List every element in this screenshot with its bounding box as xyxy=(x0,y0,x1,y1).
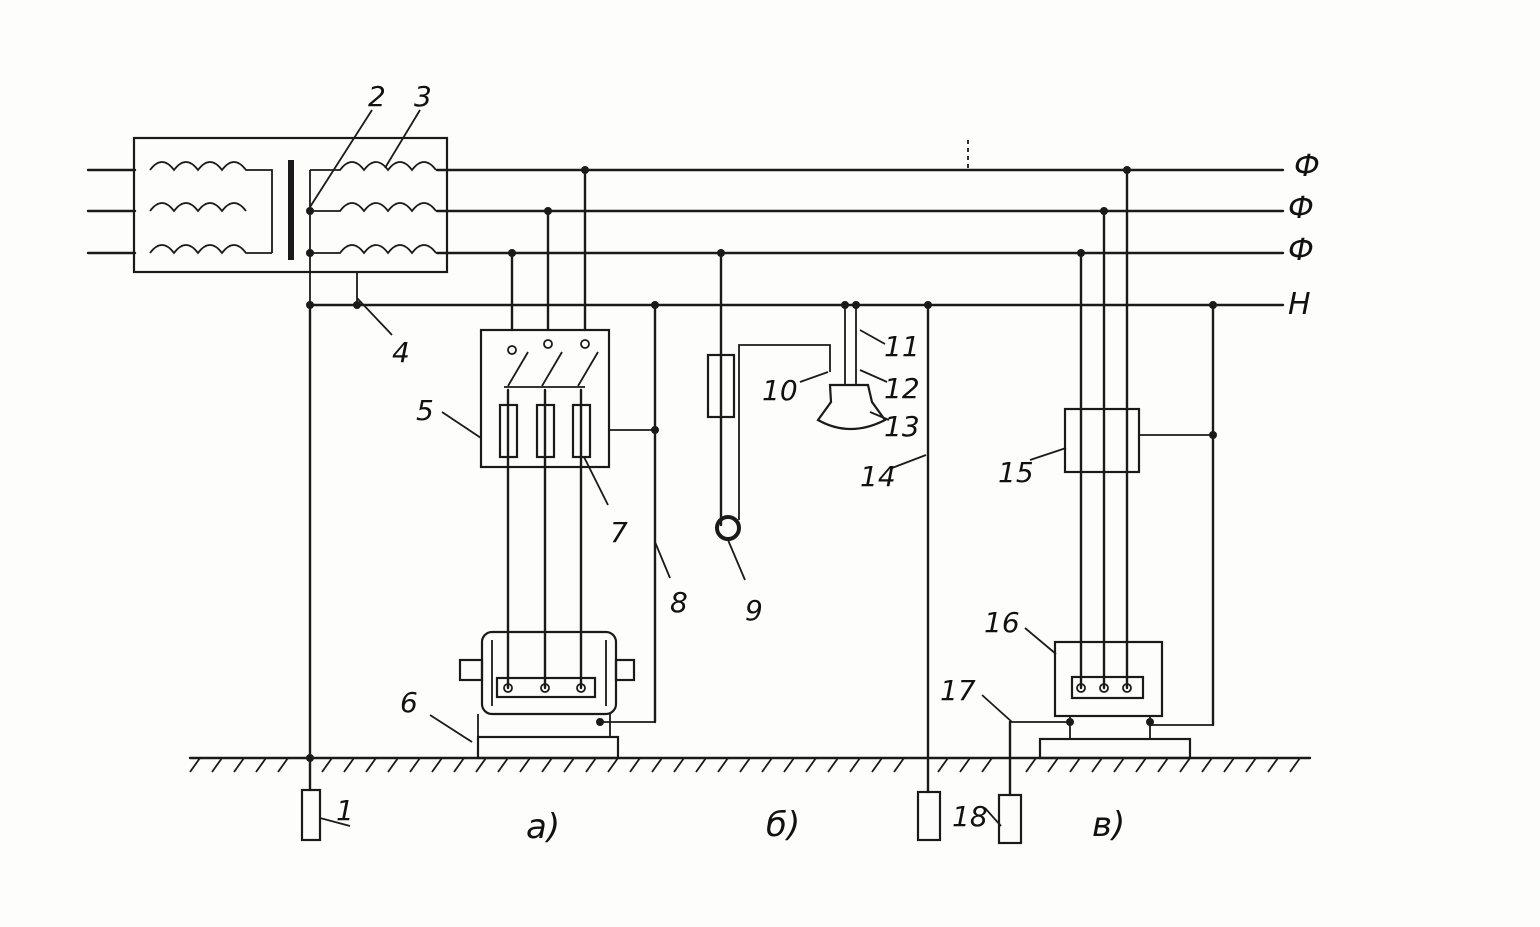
section-b-ground xyxy=(916,301,942,842)
label-8: 8 xyxy=(670,586,688,619)
ground-electrode-14 xyxy=(916,790,942,842)
ground-electrode-1 xyxy=(300,788,322,842)
bus-label-phase-2: Ф xyxy=(1288,191,1314,226)
lamp xyxy=(816,383,887,430)
label-16: 16 xyxy=(984,606,1020,639)
section-label-b: б) xyxy=(766,805,800,845)
label-17: 17 xyxy=(940,674,976,707)
label-15: 15 xyxy=(998,456,1034,489)
label-1: 1 xyxy=(336,794,354,827)
bus-label-neutral: Н xyxy=(1288,287,1311,322)
bus-label-phase-3: Ф xyxy=(1288,233,1314,268)
label-18: 18 xyxy=(952,800,988,833)
transformer xyxy=(86,136,449,305)
earth-surface xyxy=(188,756,1312,773)
motor-v xyxy=(1053,640,1164,718)
ground-electrode-18 xyxy=(997,793,1023,845)
label-5: 5 xyxy=(416,394,434,427)
protection-device xyxy=(1063,407,1141,474)
number-labels: 1 2 3 4 5 6 7 8 9 10 11 12 13 14 15 16 1… xyxy=(336,80,1034,833)
section-labels: а) б) в) xyxy=(526,805,1125,847)
label-13: 13 xyxy=(884,410,920,443)
section-a-equipment xyxy=(458,166,659,760)
label-7: 7 xyxy=(610,516,628,549)
bus-lines xyxy=(308,140,1285,309)
label-12: 12 xyxy=(884,372,920,405)
bus-label-phase-1: Ф xyxy=(1294,149,1320,184)
ground-conductor xyxy=(300,301,322,842)
section-b-equipment xyxy=(706,249,887,541)
leader-lines xyxy=(309,109,1067,827)
motor xyxy=(458,630,636,760)
label-6: 6 xyxy=(400,686,418,719)
label-4: 4 xyxy=(392,336,410,369)
bus-label-group: Ф Ф Ф Н xyxy=(1288,149,1320,322)
label-11: 11 xyxy=(884,330,920,363)
label-10: 10 xyxy=(762,374,798,407)
label-2: 2 xyxy=(368,80,386,113)
label-14: 14 xyxy=(860,460,896,493)
section-label-a: а) xyxy=(526,807,560,847)
section-v-equipment xyxy=(997,166,1217,845)
switch xyxy=(715,515,741,541)
label-9: 9 xyxy=(745,594,763,627)
fuse-lamp xyxy=(706,353,736,419)
label-3: 3 xyxy=(414,80,432,113)
section-label-v: в) xyxy=(1092,805,1125,845)
